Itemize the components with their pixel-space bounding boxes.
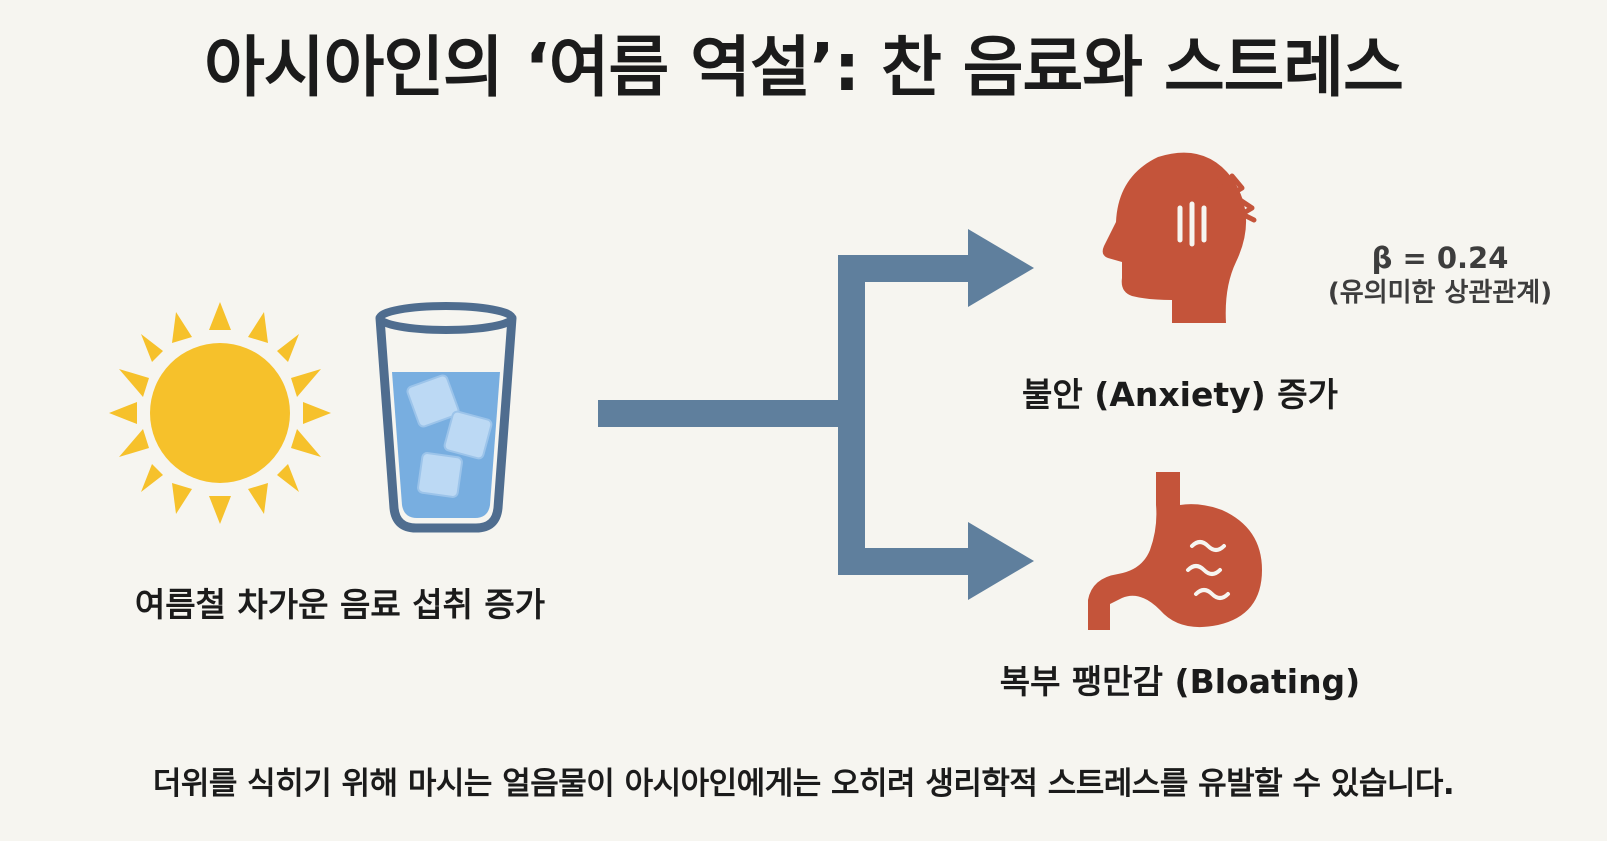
bloating-outcome-label: 복부 팽만감 (Bloating) [999, 662, 1361, 701]
beta-coefficient: β = 0.24 [1371, 241, 1509, 275]
branch-arrow [598, 229, 1034, 600]
cold-drink-intake-label: 여름철 차가운 음료 섭취 증가 [134, 585, 546, 624]
significance-note: (유의미한 상관관계) [1327, 278, 1553, 308]
stomach-icon [1088, 472, 1262, 630]
ice-water-glass-icon [375, 302, 517, 533]
footer-caption: 더위를 식히기 위해 마시는 얼음물이 아시아인에게는 오히려 생리학적 스트레… [152, 766, 1455, 802]
page-title: 아시아인의 ‘여름 역설’: 찬 음료와 스트레스 [204, 29, 1404, 106]
stat-annotation: β = 0.24 (유의미한 상관관계) [1290, 240, 1590, 310]
head-anxiety-icon [1102, 152, 1257, 323]
sun-icon [109, 302, 331, 524]
anxiety-outcome-label: 불안 (Anxiety) 증가 [1022, 375, 1338, 414]
arrow-head-lower [968, 522, 1034, 600]
arrow-head-upper [968, 229, 1034, 307]
